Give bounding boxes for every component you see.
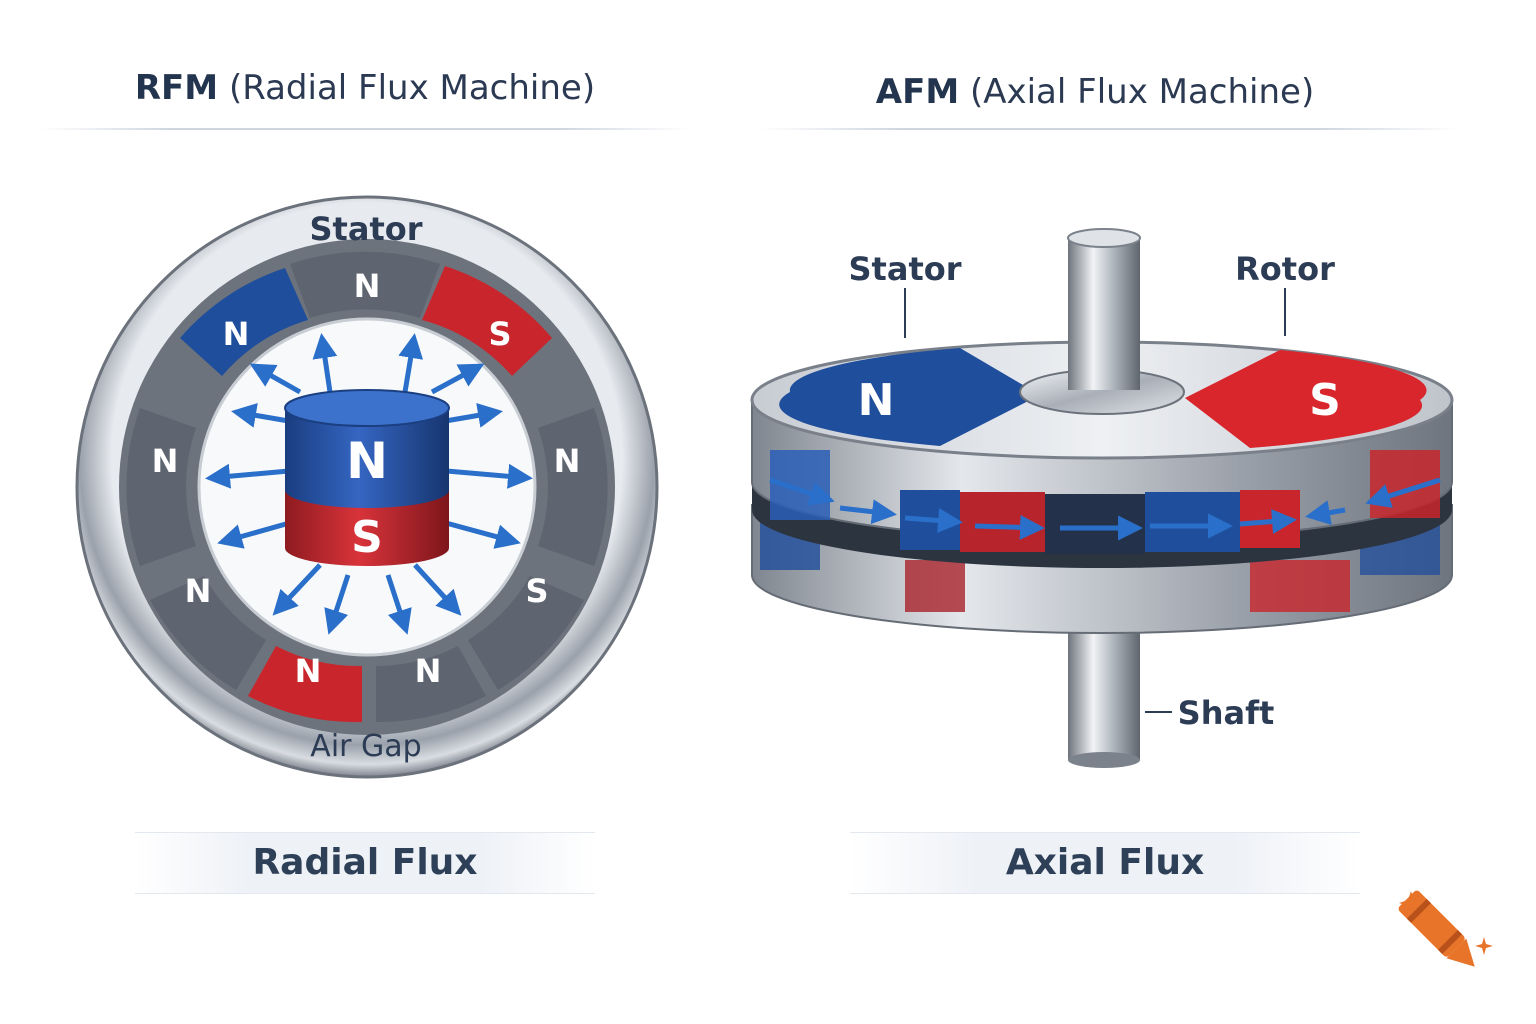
rfm-pole-segment-topright — [422, 266, 552, 376]
rfm-pole-label: N — [415, 652, 442, 690]
rfm-diagram — [75, 195, 659, 779]
rfm-flux-arrow — [312, 333, 338, 393]
rfm-pole-segment-bottomleft — [150, 576, 266, 690]
rfm-pole-segment-bottomright — [468, 576, 584, 690]
afm-lower-pole-red — [1250, 560, 1350, 612]
rfm-pole-label: N — [295, 652, 322, 690]
crayon-logo-tip — [1446, 938, 1475, 967]
afm-title: AFM (Axial Flux Machine) — [770, 72, 1420, 112]
rfm-flux-arrow — [249, 363, 302, 395]
afm-side-pole-dark — [1045, 494, 1145, 554]
rfm-pole-segment-left — [126, 408, 196, 566]
rfm-flux-arrow — [434, 463, 533, 489]
rfm-flux-arrow — [430, 363, 485, 395]
rfm-pole-label: N — [554, 442, 581, 480]
rfm-magnet-top-face — [284, 389, 450, 427]
crayon-logo-body — [1398, 890, 1465, 957]
afm-flux-arrow — [974, 514, 1045, 540]
afm-title-divider — [760, 128, 1460, 130]
afm-top-pole-north — [779, 348, 1040, 446]
rfm-pole-label: N — [185, 572, 212, 610]
afm-diagram — [750, 228, 1454, 768]
rfm-title-abbr: RFM — [134, 68, 219, 108]
crayon-logo-band — [1406, 898, 1431, 923]
afm-title-abbr: AFM — [875, 72, 960, 112]
rfm-center-magnet — [284, 389, 450, 566]
afm-flux-arrow — [769, 477, 835, 506]
rfm-pole-label: N — [152, 442, 179, 480]
rfm-pole-segment-bottom — [376, 646, 486, 723]
afm-rotor-label: Rotor — [1235, 250, 1335, 288]
afm-stator-label: Stator — [849, 250, 962, 288]
rfm-title: RFM (Radial Flux Machine) — [40, 68, 690, 108]
afm-shaft-end — [1068, 752, 1140, 768]
afm-shaft-label: Shaft — [1178, 694, 1275, 732]
sparkle-icon — [1399, 891, 1423, 915]
rfm-flux-arrow — [398, 333, 424, 393]
afm-flux-arrow — [1305, 500, 1346, 525]
rfm-caption: Radial Flux — [252, 842, 478, 883]
rfm-air-gap-label: Air Gap — [310, 729, 421, 764]
afm-shaft-upper — [1068, 238, 1140, 390]
rfm-title-full: (Radial Flux Machine) — [228, 68, 596, 108]
rfm-pole-segment-topleft — [180, 268, 308, 376]
rfm-flux-arrow — [385, 574, 412, 635]
rfm-pole-label: N — [354, 267, 381, 305]
afm-title-full: (Axial Flux Machine) — [969, 72, 1315, 112]
rfm-pole-label: N — [223, 315, 250, 353]
rfm-pole-segment-top — [290, 251, 440, 318]
rfm-pole-label: S — [488, 315, 511, 353]
rfm-caption-band — [135, 832, 595, 894]
sparkle-icon — [1475, 937, 1493, 955]
afm-lower-pole-red — [905, 560, 965, 612]
afm-flux-arrow — [1239, 509, 1297, 534]
afm-flux-arrow — [839, 499, 897, 525]
rfm-pole-ring — [126, 251, 608, 723]
afm-flux-arrow — [1365, 477, 1441, 508]
rfm-title-divider — [40, 128, 690, 130]
afm-caption-band — [850, 832, 1360, 894]
rfm-flux-arrow — [324, 574, 351, 635]
rfm-magnet-south-half — [285, 490, 449, 566]
afm-flux-arrow — [904, 508, 963, 533]
afm-shaft-top — [1067, 228, 1141, 248]
rfm-pole-label: S — [525, 572, 548, 610]
afm-caption: Axial Flux — [1005, 842, 1205, 883]
afm-side-pole-red — [960, 492, 1045, 552]
rfm-pole-segment-bottom-red — [248, 646, 362, 723]
crayon-logo-icon — [1398, 890, 1475, 967]
afm-south-label: S — [1309, 375, 1341, 426]
rfm-stator-label: Stator — [310, 210, 423, 248]
rfm-magnet-north-half — [285, 408, 449, 508]
rfm-magnet-north-label: N — [346, 432, 388, 490]
crayon-logo-band — [1438, 930, 1463, 955]
rfm-flux-arrow — [413, 563, 462, 616]
afm-side-pole-blue — [1145, 492, 1240, 552]
rfm-magnet-south-label: S — [351, 512, 383, 563]
afm-flux-arrows — [769, 477, 1441, 541]
afm-top-pole-south — [1185, 350, 1427, 448]
rfm-pole-segment-right — [538, 408, 608, 566]
afm-north-label: N — [858, 375, 895, 426]
rfm-flux-arrow — [272, 563, 322, 616]
